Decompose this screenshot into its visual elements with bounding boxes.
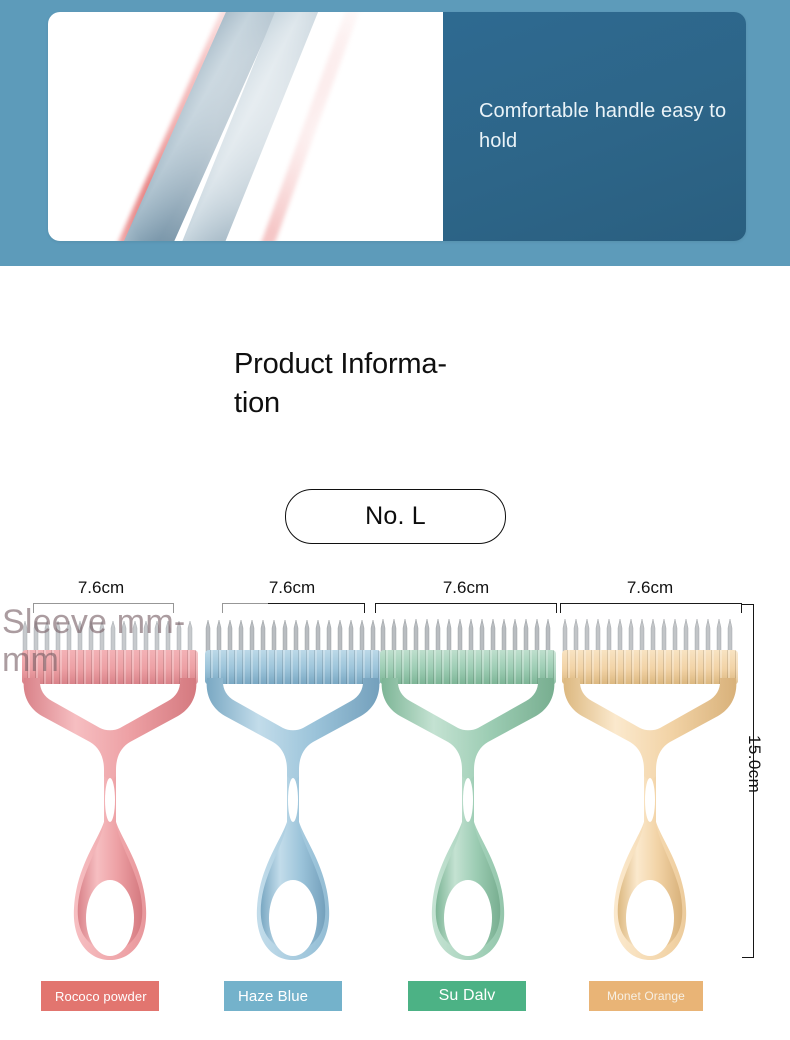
width-measurement-row: 7.6cm 7.6cm 7.6cm 7.6cm: [0, 578, 790, 606]
color-chip-label-2: Haze Blue: [238, 987, 309, 1005]
page-title: Product Informa- tion: [234, 345, 564, 423]
width-bracket-4: [560, 603, 742, 613]
product-figure-4: [560, 612, 740, 964]
height-bracket: [742, 604, 754, 958]
comb-bar-4: [562, 650, 738, 684]
width-label-2: 7.6cm: [268, 578, 316, 597]
comb-teeth-icon-2: [205, 619, 376, 659]
handle-shape-1: [23, 678, 197, 960]
page-title-line-1: Product Informa-: [234, 348, 447, 380]
color-chip-3: Su Dalv: [408, 981, 526, 1011]
comb-teeth-icon-3: [380, 618, 551, 659]
banner-headline: Comfortable handle easy to hold: [479, 100, 727, 152]
color-chip-label-3: Su Dalv: [438, 987, 496, 1004]
model-badge: No. L: [285, 489, 506, 544]
product-figure-1: [20, 612, 200, 964]
color-chip-1: Rococo powder: [41, 981, 159, 1011]
width-label-3: 7.6cm: [442, 578, 490, 597]
photo-highlight-overlay: [48, 12, 443, 241]
handle-shape-4: [563, 678, 737, 960]
width-label-4: 7.6cm: [626, 578, 674, 597]
color-chip-2: Haze Blue: [224, 981, 342, 1011]
comb-bar-1: [22, 650, 198, 684]
product-figure-3: [378, 612, 558, 964]
page-title-line-2: tion: [234, 387, 280, 420]
banner-product-photo: [48, 12, 443, 241]
width-bracket-3: [375, 603, 557, 613]
color-chip-4: Monet Orange: [589, 981, 703, 1011]
banner-card: Comfortable handle easy to hold: [48, 12, 746, 241]
color-chip-label-1: Rococo powder: [55, 988, 147, 1004]
model-badge-label: No. L: [365, 502, 426, 530]
handle-shape-2: [206, 678, 380, 960]
color-chip-label-4: Monet Orange: [607, 989, 685, 1003]
handle-shape-3: [381, 678, 555, 960]
banner-text-panel: Comfortable handle easy to hold: [443, 12, 746, 241]
comb-bar-3: [380, 650, 556, 684]
width-label-1: 7.6cm: [77, 578, 125, 597]
comb-teeth-icon-1: [22, 620, 193, 659]
top-banner: Comfortable handle easy to hold: [0, 0, 790, 266]
height-label: 15.0cm: [745, 735, 764, 794]
comb-bar-2: [205, 650, 381, 684]
product-figure-2: [203, 612, 383, 964]
